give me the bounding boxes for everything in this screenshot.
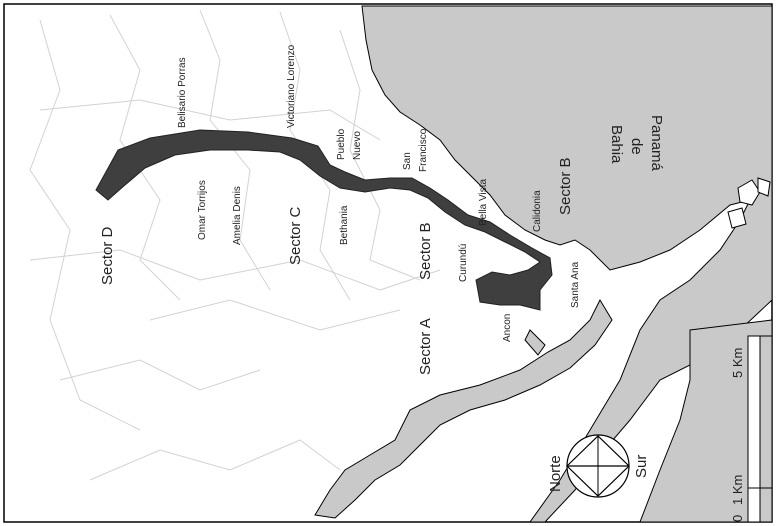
bay-label-line1: Bahia (608, 125, 625, 164)
sector-b-bay-label: Sector B (557, 157, 574, 215)
sector-b-label: Sector B (417, 222, 434, 280)
sector-c-label: Sector C (287, 206, 304, 265)
scale-bar: 0 1 Km 5 Km (730, 335, 773, 523)
sector-d-label: Sector D (99, 226, 116, 285)
place-victoriano-lorenzo: Victoriano Lorenzo (286, 44, 297, 128)
place-bella-vista: Bella Vista (478, 178, 489, 226)
place-nuevo: Nuevo (352, 131, 363, 160)
place-santa-ana: Santa Ana (570, 261, 581, 308)
place-ancon: Ancon (502, 314, 513, 342)
bay-label-line2: de (628, 138, 645, 155)
district-boundaries (29, 9, 441, 481)
water-label-group: Bahia de Panamá (608, 115, 665, 172)
compass-rose: Norte Sur (547, 434, 650, 498)
compass-south-label: Sur (633, 455, 650, 478)
bay-label-line3: Panamá (648, 115, 665, 172)
place-curundu: Curundú (458, 244, 469, 282)
sector-a-label: Sector A (417, 318, 434, 375)
place-omar-torrijos: Omar Torrijos (197, 180, 208, 240)
place-calidonia: Calidonia (532, 190, 543, 232)
compass-north-label: Norte (547, 455, 564, 492)
canal-water (314, 298, 613, 519)
scale-label-mid: 1 Km (730, 475, 745, 505)
place-pueblo: Pueblo (336, 128, 347, 160)
place-belisario-porras: Belisario Porras (177, 57, 188, 128)
place-san: San (402, 152, 413, 170)
scale-label-end: 5 Km (730, 348, 745, 378)
canal-branch (524, 329, 546, 356)
place-amelia-denis: Amelia Denis (232, 186, 243, 245)
scale-label-start: 0 (730, 515, 745, 522)
place-bethania: Bethania (339, 205, 350, 245)
islands (727, 177, 771, 229)
place-francisco: Francisco (418, 128, 429, 172)
sector-corridor (95, 129, 553, 311)
